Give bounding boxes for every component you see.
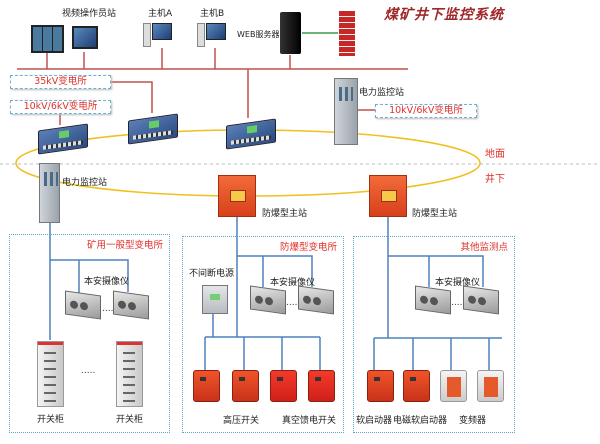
- switch-cabinet-icon: [116, 341, 143, 407]
- host-b-label: 主机B: [200, 9, 225, 19]
- zone-other-monitoring-points: 其他监测点: [353, 236, 515, 433]
- ellipsis: .....: [102, 304, 117, 314]
- vacuum-feed-switch-icon: [270, 370, 297, 402]
- firewall-icon: [339, 11, 355, 56]
- tag-10kv-substation-left: 10kV/6kV变电所: [10, 100, 111, 114]
- device-label: 开关柜: [37, 415, 65, 425]
- tag-35kv-substation: 35kV变电所: [10, 75, 111, 89]
- video-station-label: 视频操作员站: [62, 9, 117, 19]
- web-server-label: WEB服务器: [237, 30, 280, 39]
- power-station-label-ground: 电力监控站: [359, 88, 405, 98]
- zone-title: 其他监测点: [460, 242, 508, 253]
- explosion-proof-station-icon: [369, 175, 407, 217]
- device-label: 电磁软启动器: [393, 416, 448, 426]
- camera-label: 本安摄像仪: [270, 278, 316, 288]
- vacuum-feed-switch-icon: [308, 370, 335, 402]
- camera-icon: [250, 285, 286, 315]
- ellipsis: .....: [451, 298, 466, 308]
- device-label: 软启动器: [356, 416, 393, 426]
- frequency-converter-icon: [440, 370, 467, 402]
- camera-icon: [113, 290, 149, 320]
- ex-main-station-label: 防爆型主站: [412, 209, 458, 219]
- soft-starter-icon: [367, 370, 394, 402]
- tag-10kv-substation-right: 10kV/6kV变电所: [375, 104, 477, 118]
- ethernet-bus: [17, 48, 408, 125]
- power-station-label-underground: 电力监控站: [62, 178, 108, 188]
- field-bus: [49, 215, 502, 370]
- ellipsis: .....: [286, 298, 301, 308]
- zone-explosion-proof-substation: 防爆型变电所: [182, 236, 344, 433]
- camera-icon: [415, 285, 451, 315]
- ups-icon: [202, 285, 228, 314]
- underground-label: 井下: [485, 174, 505, 185]
- camera-icon: [463, 285, 499, 315]
- electromagnetic-soft-starter-icon: [403, 370, 430, 402]
- frequency-converter-icon: [477, 370, 504, 402]
- power-monitor-cabinet-icon: [39, 163, 60, 223]
- monitor-icon: [72, 26, 98, 49]
- device-label: 开关柜: [116, 415, 144, 425]
- explosion-proof-station-icon: [218, 175, 256, 217]
- zone-title: 防爆型变电所: [279, 242, 337, 253]
- camera-icon: [298, 285, 334, 315]
- high-voltage-switch-icon: [232, 370, 259, 402]
- device-label: 高压开关: [223, 416, 260, 426]
- host-a-label: 主机A: [148, 9, 173, 19]
- camera-icon: [65, 290, 101, 320]
- high-voltage-switch-icon: [193, 370, 220, 402]
- ex-main-station-label: 防爆型主站: [262, 209, 308, 219]
- server-icon: [280, 12, 301, 54]
- ellipsis: .....: [81, 366, 96, 376]
- camera-label: 本安摄像仪: [435, 278, 481, 288]
- zone-general-substation: 矿用一般型变电所: [9, 234, 170, 433]
- power-monitor-cabinet-icon: [334, 78, 358, 145]
- page-title: 煤矿井下监控系统: [384, 7, 504, 23]
- switch-cabinet-icon: [37, 341, 64, 407]
- device-label: 变频器: [459, 416, 487, 426]
- video-wall-icon: [31, 25, 64, 53]
- camera-label: 本安摄像仪: [84, 277, 130, 287]
- ground-label: 地面: [485, 149, 505, 160]
- ups-label: 不间断电源: [189, 269, 235, 279]
- zone-title: 矿用一般型变电所: [86, 240, 163, 251]
- device-label: 真空馈电开关: [282, 416, 337, 426]
